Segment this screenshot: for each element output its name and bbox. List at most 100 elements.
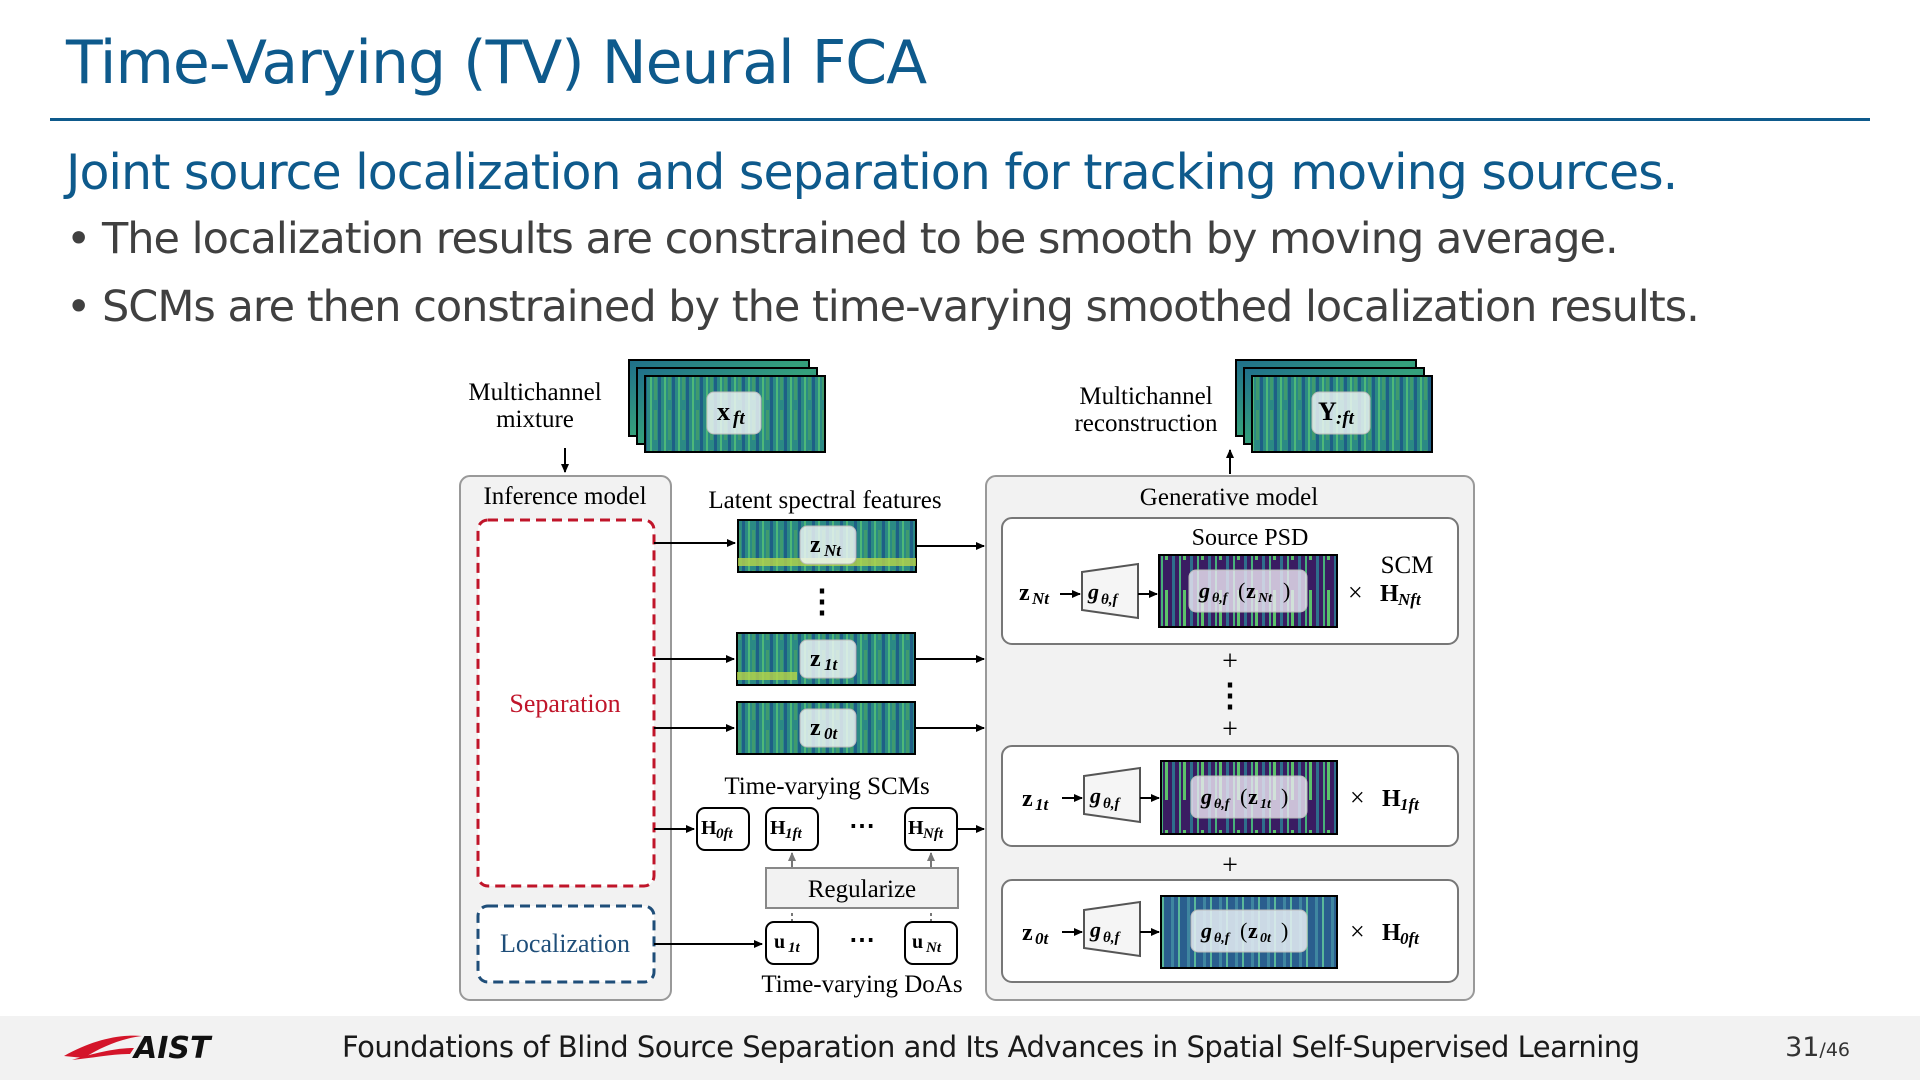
latent-vdots: ⋮ bbox=[806, 583, 838, 619]
slide-title: Time-Varying (TV) Neural FCA bbox=[66, 28, 927, 98]
generative-model-title: Generative model bbox=[1140, 484, 1318, 511]
scm-box-H1ft: H 1ft bbox=[765, 807, 819, 851]
svg-text:z: z bbox=[810, 646, 821, 672]
reconstruction-label-line1: Multichannel bbox=[1079, 383, 1212, 410]
svg-text:×: × bbox=[1348, 578, 1363, 607]
svg-text:(: ( bbox=[1240, 784, 1247, 809]
svg-text:1t: 1t bbox=[788, 940, 801, 956]
decoder-icon bbox=[1083, 766, 1141, 824]
svg-text:θ,f: θ,f bbox=[1101, 592, 1120, 608]
svg-text:AIST: AIST bbox=[132, 1031, 213, 1064]
tv-scms-label: Time-varying SCMs bbox=[724, 773, 929, 800]
mixture-spectrogram-stack: x ft bbox=[628, 359, 826, 453]
generative-row-1: z 1t g θ,f g θ,f ( z 1t ) × H 1ft bbox=[1001, 745, 1459, 847]
svg-text:1t: 1t bbox=[1260, 797, 1272, 812]
svg-text:θ,f: θ,f bbox=[1212, 591, 1229, 606]
svg-text:Nt: Nt bbox=[925, 940, 942, 956]
svg-text:1ft: 1ft bbox=[1400, 795, 1420, 814]
generative-row-0: z 0t g θ,f g θ,f ( z 0t ) × H 0ft bbox=[1001, 879, 1459, 983]
reconstruction-spectrogram-stack: Y :ft bbox=[1235, 359, 1433, 453]
slide-subtitle: Joint source localization and separation… bbox=[66, 144, 1678, 201]
svg-text:u: u bbox=[774, 931, 785, 953]
svg-text:0t: 0t bbox=[824, 724, 839, 743]
latent-feature-zNt: z Nt bbox=[737, 519, 917, 573]
mixture-label-line2: mixture bbox=[496, 406, 574, 433]
svg-text:(: ( bbox=[1238, 578, 1245, 603]
plus-sign: + bbox=[1222, 850, 1238, 881]
svg-text:1t: 1t bbox=[824, 655, 839, 674]
separation-box bbox=[476, 518, 656, 888]
svg-text:0t: 0t bbox=[1035, 929, 1050, 948]
svg-text:×: × bbox=[1350, 783, 1365, 812]
svg-text:H: H bbox=[701, 817, 717, 839]
svg-text:z: z bbox=[810, 715, 821, 741]
svg-text:(: ( bbox=[1240, 918, 1247, 943]
generative-vdots: ⋮ bbox=[1214, 677, 1246, 713]
svg-text:Nft: Nft bbox=[1397, 590, 1422, 609]
svg-text:H: H bbox=[908, 817, 924, 839]
footer-title: Foundations of Blind Source Separation a… bbox=[342, 1030, 1640, 1064]
aist-logo: AIST bbox=[64, 1031, 213, 1064]
svg-text:z: z bbox=[1248, 784, 1258, 809]
bullet-list: •The localization results are constraine… bbox=[66, 214, 1700, 350]
tv-doas-label: Time-varying DoAs bbox=[761, 971, 962, 998]
separation-label: Separation bbox=[509, 689, 620, 718]
scm-box-HNft: H Nft bbox=[904, 807, 958, 851]
bullet-dot: • bbox=[66, 282, 91, 332]
doa-ellipsis: ⋯ bbox=[849, 925, 875, 954]
localization-label: Localization bbox=[500, 929, 630, 958]
svg-text:θ,f: θ,f bbox=[1214, 797, 1231, 812]
svg-text:z: z bbox=[1022, 786, 1033, 812]
svg-text:u: u bbox=[912, 931, 923, 953]
reconstruction-label-line2: reconstruction bbox=[1074, 410, 1218, 437]
svg-text:H: H bbox=[1382, 786, 1401, 812]
doa-box-uNt: u Nt bbox=[904, 921, 958, 965]
regularize-box bbox=[765, 867, 959, 909]
bullet-item: •The localization results are constraine… bbox=[66, 214, 1699, 282]
decoder-icon bbox=[1081, 562, 1139, 620]
svg-text:Nt: Nt bbox=[1031, 589, 1050, 608]
svg-text:1ft: 1ft bbox=[785, 826, 802, 842]
latent-feature-z0t: z 0t bbox=[736, 701, 916, 755]
footer-bar bbox=[0, 1016, 1920, 1080]
svg-text:g: g bbox=[1087, 579, 1099, 604]
latent-feature-z1t: z 1t bbox=[736, 632, 916, 686]
svg-text:z: z bbox=[810, 532, 821, 558]
scm-ellipsis: ⋯ bbox=[849, 811, 875, 840]
scm-label: SCM bbox=[1381, 552, 1434, 579]
svg-text:Nft: Nft bbox=[922, 826, 944, 842]
svg-text:z: z bbox=[1019, 580, 1030, 606]
page-current: 31 bbox=[1785, 1032, 1820, 1063]
page-total: /46 bbox=[1819, 1039, 1850, 1061]
svg-text:H: H bbox=[1382, 920, 1401, 946]
scm-box-H0ft: H 0ft bbox=[696, 807, 750, 851]
svg-text:1t: 1t bbox=[1035, 795, 1050, 814]
architecture-diagram: x ft Multichannel mixture Y :ft Multicha… bbox=[459, 359, 1475, 1001]
svg-text:): ) bbox=[1281, 918, 1288, 943]
bullet-text: The localization results are constrained… bbox=[102, 214, 1619, 264]
source-psd-label: Source PSD bbox=[1192, 525, 1309, 551]
svg-text:z: z bbox=[1246, 578, 1256, 603]
mixture-label-line1: Multichannel bbox=[468, 379, 601, 406]
svg-text:Nt: Nt bbox=[1257, 591, 1273, 606]
bullet-item: •SCMs are then constrained by the time-v… bbox=[66, 282, 1700, 350]
decoder-icon bbox=[1083, 900, 1141, 958]
latent-features-label: Latent spectral features bbox=[708, 487, 941, 514]
svg-text:): ) bbox=[1281, 784, 1288, 809]
svg-text:0ft: 0ft bbox=[716, 826, 733, 842]
svg-text:g: g bbox=[1089, 783, 1101, 808]
svg-text:0ft: 0ft bbox=[1400, 929, 1420, 948]
separation-arrows bbox=[654, 539, 985, 948]
svg-text:): ) bbox=[1283, 578, 1290, 603]
bullet-text: SCMs are then constrained by the time-va… bbox=[102, 282, 1700, 332]
svg-text:Nt: Nt bbox=[823, 541, 842, 560]
mixture-subscript: ft bbox=[733, 408, 745, 429]
svg-text:0t: 0t bbox=[1260, 931, 1272, 946]
title-rule bbox=[50, 118, 1870, 121]
reconstruction-symbol: Y bbox=[1318, 397, 1337, 426]
svg-text:H: H bbox=[1380, 581, 1399, 607]
reconstruction-subscript: :ft bbox=[1336, 408, 1355, 429]
generative-row-N: Source PSD SCM z Nt g θ,f g θ,f ( z Nt )… bbox=[1001, 517, 1459, 645]
regularize-label: Regularize bbox=[808, 876, 916, 903]
svg-text:z: z bbox=[1248, 918, 1258, 943]
